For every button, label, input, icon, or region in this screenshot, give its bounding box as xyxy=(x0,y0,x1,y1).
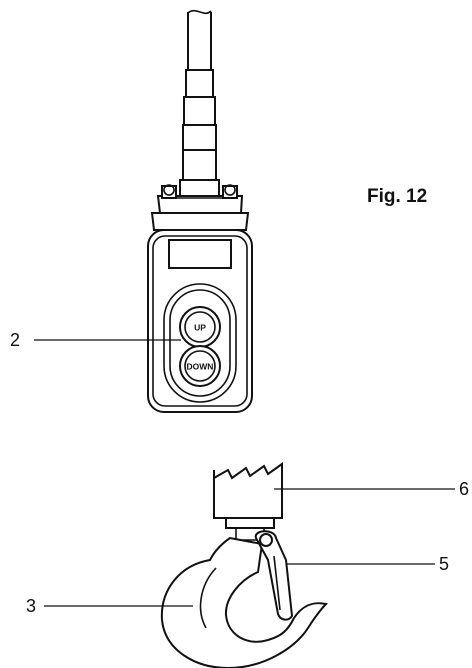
figure-label: Fig. 12 xyxy=(367,186,427,207)
down-button: DOWN xyxy=(179,345,221,387)
callout-2: 2 xyxy=(10,330,20,350)
up-button-label: UP xyxy=(194,323,206,333)
up-button: UP xyxy=(179,306,221,348)
callout-5: 5 xyxy=(439,554,449,574)
callout-3: 3 xyxy=(26,596,36,616)
pendant-clamp xyxy=(150,184,250,231)
callout-6: 6 xyxy=(459,479,469,499)
hook xyxy=(160,530,329,668)
hook-block xyxy=(213,462,283,541)
down-button-label: DOWN xyxy=(187,362,214,372)
cable xyxy=(179,9,220,199)
